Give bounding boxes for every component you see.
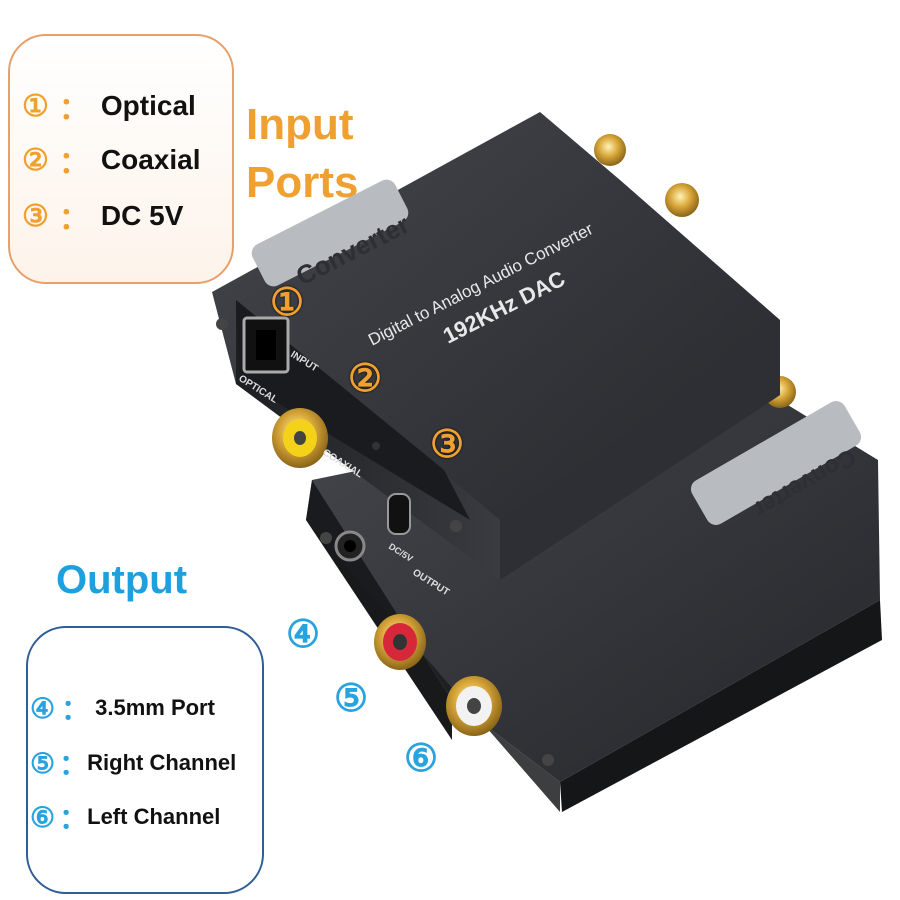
- legend-label-35mm: 3.5mm Port: [95, 695, 215, 720]
- output-title: Output: [56, 558, 188, 602]
- separator: ：: [61, 694, 90, 725]
- legend-label-optical: Optical: [100, 90, 196, 121]
- number-3-icon: ③: [22, 199, 49, 233]
- number-2-icon: ②: [22, 143, 49, 177]
- legend-item-left-channel: ⑥ ： Left Channel: [30, 797, 220, 837]
- legend-label-dc5v: DC 5V: [100, 200, 184, 231]
- number-6-icon: ⑥: [30, 801, 56, 833]
- input-ports-title: Input Ports: [246, 96, 358, 212]
- separator: ：: [59, 749, 88, 780]
- number-1-icon: ①: [22, 89, 49, 123]
- legend-label-left-channel: Left Channel: [87, 804, 221, 829]
- marker-6: ⑥: [404, 738, 439, 780]
- legend-item-dc5v: ③ ： DC 5V: [22, 194, 183, 238]
- separator: ：: [58, 147, 89, 180]
- marker-1: ①: [270, 282, 305, 324]
- marker-2: ②: [348, 358, 383, 400]
- separator: ：: [58, 93, 89, 126]
- legend-item-right-channel: ⑤ ： Right Channel: [30, 743, 236, 783]
- legend-item-coaxial: ② ： Coaxial: [22, 138, 201, 182]
- input-title-line-1: Input: [246, 100, 354, 149]
- legend-label-right-channel: Right Channel: [87, 750, 237, 775]
- legend-item-35mm: ④ ： 3.5mm Port: [30, 688, 215, 728]
- rear-rca-icon: [594, 134, 626, 166]
- output-legend-box: [26, 626, 264, 894]
- rear-rca-icon: [665, 183, 699, 217]
- marker-4: ④: [286, 614, 321, 656]
- input-legend-box: [8, 34, 234, 284]
- number-4-icon: ④: [30, 692, 56, 724]
- legend-item-optical: ① ： Optical: [22, 84, 196, 128]
- legend-label-coaxial: Coaxial: [100, 144, 201, 175]
- usb-c-port-icon: [387, 493, 411, 535]
- separator: ：: [59, 803, 88, 834]
- separator: ：: [58, 203, 89, 236]
- number-5-icon: ⑤: [30, 747, 56, 779]
- marker-3: ③: [430, 424, 465, 466]
- input-unit: [212, 112, 780, 580]
- input-title-line-2: Ports: [246, 158, 359, 207]
- marker-5: ⑤: [334, 678, 369, 720]
